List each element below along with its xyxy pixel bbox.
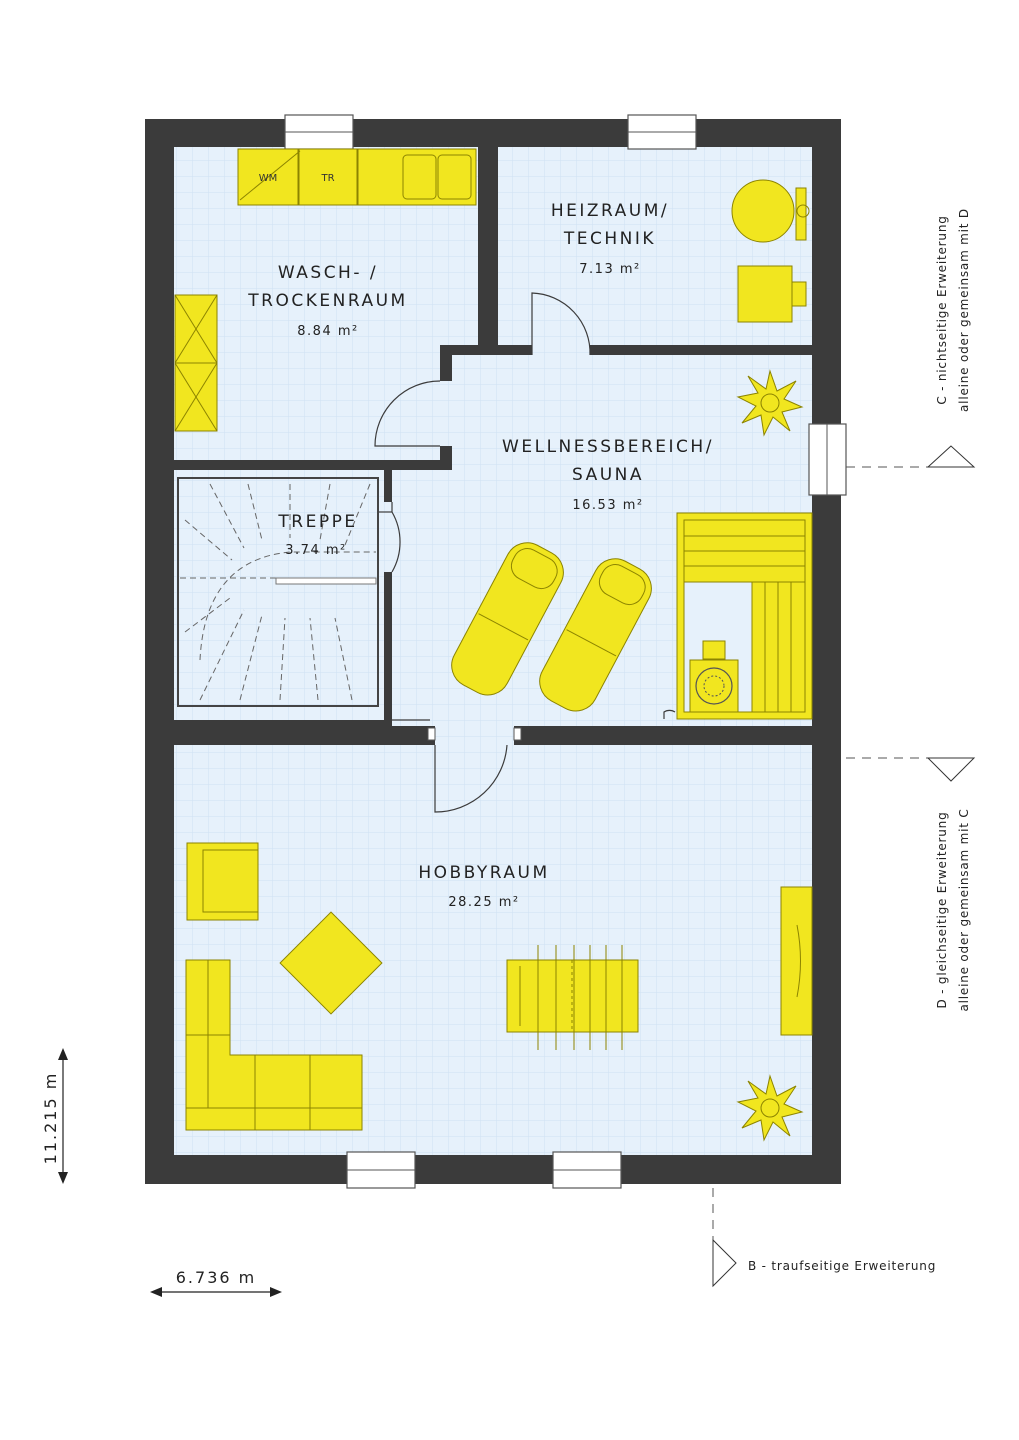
heating-unit <box>737 265 793 323</box>
plant-bottom <box>736 1074 804 1142</box>
dryer <box>298 148 358 206</box>
extension-b-label: B - traufseitige Erweiterung <box>748 1259 936 1273</box>
height-dimension-label: 11.215 m <box>41 1072 60 1165</box>
extension-b: B - traufseitige Erweiterung <box>712 1188 936 1288</box>
extension-d: D - gleichseitige Erweiterung alleine od… <box>846 757 976 1012</box>
lounger-left <box>451 542 564 696</box>
extension-d-line1: D - gleichseitige Erweiterung <box>935 812 949 1009</box>
room-area-heizraum: 7.13 m² <box>579 262 640 277</box>
room-area-wellness: 16.53 m² <box>572 498 643 513</box>
extension-d-line2: alleine oder gemeinsam mit C <box>957 808 971 1011</box>
room-area-treppe: 3.74 m² <box>285 543 346 558</box>
staircase <box>177 477 379 707</box>
room-area-wasch: 8.84 m² <box>297 324 358 339</box>
wellness-label: WELLNESSBEREICH/ SAUNA 16.53 m² <box>502 437 714 513</box>
room-name-heizraum-1: HEIZRAUM/ <box>551 201 669 221</box>
washing-room-furniture <box>174 148 477 432</box>
sauna <box>663 512 813 720</box>
armchair <box>186 842 259 921</box>
appliance-tr-label: TR <box>320 173 334 184</box>
boiler <box>731 179 795 243</box>
room-name-treppe: TREPPE <box>277 512 357 532</box>
width-dimension: 6.736 m <box>150 1268 282 1297</box>
appliance-wm-label: WM <box>259 173 278 184</box>
tv-unit <box>780 886 813 1036</box>
windows <box>284 114 847 1189</box>
doors <box>374 292 591 813</box>
foosball-table <box>506 945 639 1050</box>
treppe-label: TREPPE 3.74 m² <box>277 512 357 558</box>
extension-c-line1: C - nichtseitige Erweiterung <box>935 215 949 404</box>
hobby-room-furniture <box>185 842 813 1131</box>
window-right <box>808 423 847 496</box>
extension-c: C - nichtseitige Erweiterung alleine ode… <box>846 208 976 468</box>
room-name-heizraum-2: TECHNIK <box>563 229 656 249</box>
window-bottom-left <box>346 1151 416 1189</box>
room-name-wellness-2: SAUNA <box>572 465 644 485</box>
corner-sofa <box>185 959 363 1131</box>
room-name-wasch-1: WASCH- / <box>278 263 378 283</box>
lounger-right <box>539 558 652 712</box>
outer-walls <box>145 119 841 1184</box>
heating-equipment <box>731 179 810 323</box>
counter <box>357 148 477 206</box>
room-area-hobbyraum: 28.25 m² <box>448 895 519 910</box>
interior-walls <box>145 147 812 745</box>
width-dimension-label: 6.736 m <box>176 1268 256 1287</box>
extension-c-line2: alleine oder gemeinsam mit D <box>957 208 971 412</box>
hobbyraum-label: HOBBYRAUM 28.25 m² <box>418 863 549 910</box>
heizraum-label: HEIZRAUM/ TECHNIK 7.13 m² <box>551 201 669 277</box>
window-top-right <box>627 114 697 150</box>
room-name-wasch-2: TROCKENRAUM <box>247 291 407 311</box>
window-top-left <box>284 114 354 150</box>
wasch-label: WASCH- / TROCKENRAUM 8.84 m² <box>247 263 407 339</box>
plant-top <box>736 369 804 437</box>
side-table <box>279 911 383 1015</box>
room-name-wellness-1: WELLNESSBEREICH/ <box>502 437 714 457</box>
height-dimension: 11.215 m <box>41 1048 68 1184</box>
window-bottom-right <box>552 1151 622 1189</box>
room-name-hobbyraum: HOBBYRAUM <box>418 863 549 883</box>
